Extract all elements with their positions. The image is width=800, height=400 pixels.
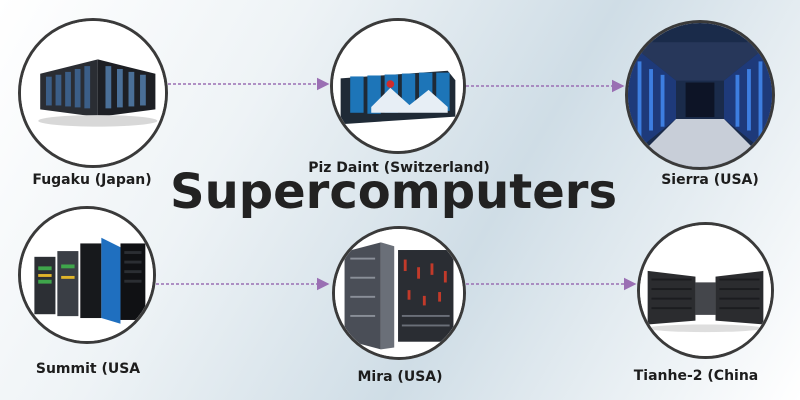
sierra-label: Sierra (USA) — [661, 172, 759, 188]
diagram-title: Supercomputers — [170, 164, 618, 220]
server-racks-row-icon — [21, 21, 165, 165]
piz-daint-node — [330, 18, 466, 154]
tianhe-node — [637, 222, 774, 359]
datacenter-aisle-icon — [628, 23, 772, 167]
blue-panel-racks-icon — [333, 21, 463, 151]
mira-label: Mira (USA) — [357, 369, 443, 385]
fugaku-node — [18, 18, 168, 168]
summit-node — [18, 206, 156, 344]
piz-daint-label: Piz Daint (Switzerland) — [308, 160, 490, 176]
summit-label: Summit (USA — [35, 361, 141, 377]
sierra-node — [625, 20, 775, 170]
tall-cabinets-icon — [335, 229, 463, 357]
fugaku-label: Fugaku (Japan) — [32, 172, 152, 188]
open-cabinets-icon — [21, 209, 153, 341]
tianhe-label: Tianhe-2 (China — [633, 368, 759, 384]
curved-racks-icon — [640, 225, 771, 356]
mira-node — [332, 226, 466, 360]
